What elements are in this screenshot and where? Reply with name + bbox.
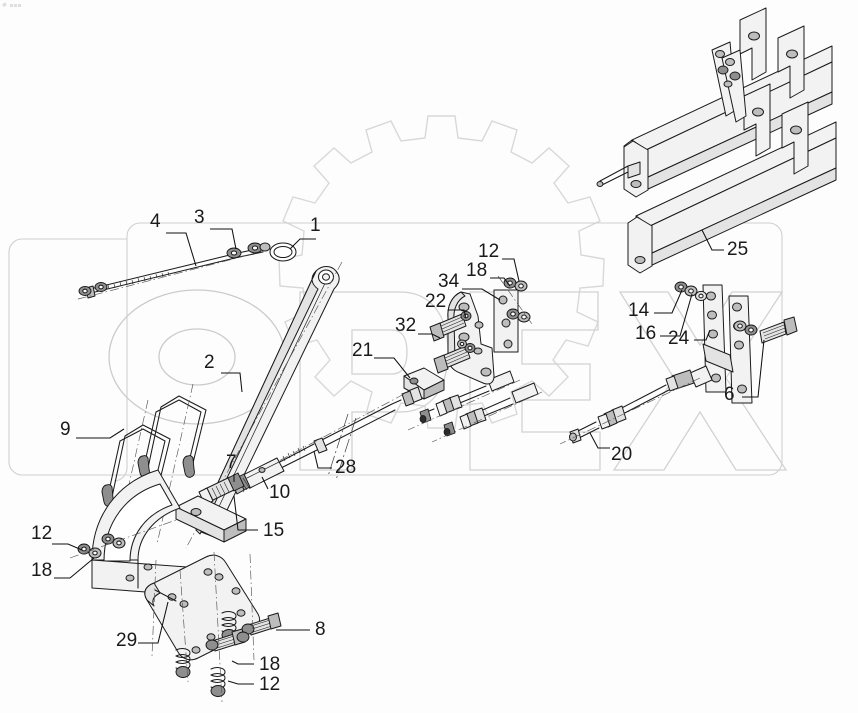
- part-24-link-plates: [674, 281, 798, 404]
- spring-stack-2: [175, 648, 191, 678]
- callout-21: 21: [352, 340, 374, 361]
- leader-lines: [52, 228, 765, 685]
- part-3-clips: [78, 242, 271, 296]
- callout-18-left: 18: [31, 560, 53, 581]
- callout-10: 10: [269, 482, 291, 503]
- callout-20: 20: [611, 444, 633, 465]
- callout-24: 24: [668, 328, 690, 349]
- spring-stack-3: [210, 667, 226, 697]
- callout-2: 2: [204, 352, 215, 373]
- callout-25: 25: [727, 239, 749, 260]
- control-cables-center: [407, 370, 543, 443]
- callout-4: 4: [150, 211, 161, 232]
- callout-8: 8: [315, 619, 326, 640]
- corner-watermark-mark: [2, 2, 21, 7]
- part-2-control-lever-arm: [185, 261, 343, 549]
- bottom-hardware-group: [151, 551, 282, 703]
- callout-22: 22: [425, 291, 447, 312]
- callout-3: 3: [194, 207, 205, 228]
- callout-12-left: 12: [31, 523, 53, 544]
- callout-16: 16: [635, 323, 657, 344]
- part-1-retaining-ring: [269, 242, 297, 262]
- callout-12-center: 12: [478, 241, 500, 262]
- callout-6: 6: [724, 384, 735, 405]
- part-25-mounting-rails: [596, 7, 837, 274]
- callout-1: 1: [310, 215, 321, 236]
- callout-32: 32: [395, 315, 417, 336]
- part-21-cable-clevis: [391, 367, 445, 407]
- callout-14: 14: [628, 300, 650, 321]
- part-22-pivot-plate: [447, 291, 495, 385]
- part-20-control-cable: [559, 365, 713, 445]
- callout-15: 15: [263, 520, 285, 541]
- callout-12-bottom: 12: [259, 674, 281, 695]
- callout-18-center: 18: [466, 260, 488, 281]
- watermark-plate-outline: [8, 222, 783, 482]
- callout-34: 34: [438, 271, 460, 292]
- part-7-adjuster-sleeve: [182, 472, 245, 507]
- callout-9: 9: [60, 419, 71, 440]
- part-4-connecting-rod: [77, 247, 273, 300]
- part-32-bolts: [429, 311, 476, 374]
- callout-29: 29: [116, 630, 138, 651]
- part-34-flat-bracket: [493, 275, 533, 353]
- callout-28: 28: [335, 457, 357, 478]
- part-15-pivot-pin: [175, 495, 247, 543]
- callout-18-bottom: 18: [259, 654, 281, 675]
- watermark-gear: [278, 115, 605, 429]
- callout-7: 7: [226, 452, 237, 473]
- part-28-cable-short: [261, 393, 405, 481]
